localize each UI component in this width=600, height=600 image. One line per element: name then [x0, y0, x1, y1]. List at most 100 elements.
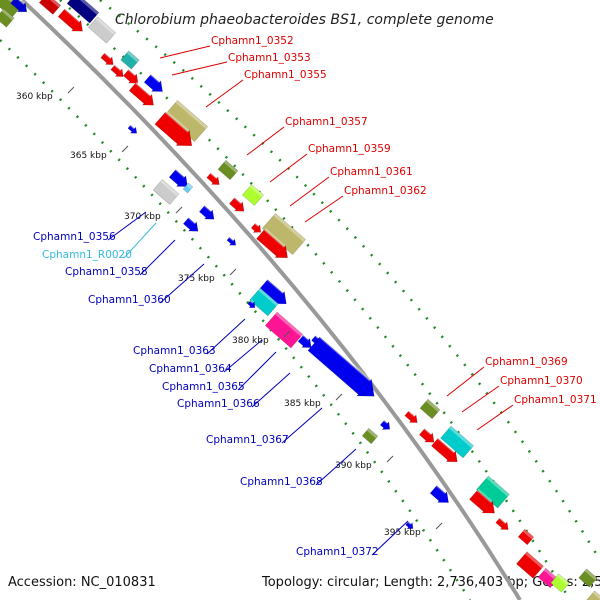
gene-feature-highlight	[175, 168, 186, 179]
gene-feature-highlight	[437, 436, 456, 454]
gene-label-leader	[171, 61, 228, 76]
gene-feature	[379, 418, 391, 430]
gene-label-leader	[246, 126, 285, 156]
gene-label-leader	[159, 263, 205, 304]
gene-feature-highlight	[366, 428, 378, 439]
gene-feature	[217, 159, 239, 181]
gene-label-leader	[159, 45, 211, 59]
gene-feature-highlight	[319, 335, 372, 382]
gene-feature-highlight	[592, 590, 600, 600]
kbp-label: 375 kbp	[178, 274, 215, 284]
gene-feature	[516, 551, 544, 579]
gene-feature-shape	[476, 475, 510, 509]
gene-label: Cphamn1_0368	[240, 476, 323, 488]
gene-feature-highlight	[584, 568, 598, 581]
gene-feature-shape	[38, 0, 62, 15]
gene-feature-highlight	[302, 333, 310, 341]
gene-feature	[10, 0, 28, 13]
gene-feature	[198, 204, 215, 220]
gene-feature-highlight	[74, 0, 99, 15]
gene-feature-shape	[57, 8, 83, 32]
gene-feature-shape	[469, 489, 495, 514]
gene-feature	[168, 168, 188, 187]
gene-feature	[586, 590, 600, 600]
gene-feature	[419, 398, 441, 420]
gene-label-leader	[281, 407, 323, 444]
gene-feature	[476, 475, 510, 509]
gene-feature-shape	[182, 182, 194, 194]
gene-label-leader	[315, 448, 357, 486]
gene-label: Cphamn1_0358	[65, 266, 148, 278]
gene-feature-highlight	[266, 278, 285, 294]
gene-feature-highlight	[486, 476, 510, 497]
gene-feature-shape	[495, 517, 509, 530]
gene-feature-shape	[154, 111, 193, 147]
gene-feature-shape	[249, 287, 279, 317]
gene-label: Cphamn1_R0020	[42, 249, 132, 261]
genome-backbone	[20, 0, 522, 600]
gene-feature	[57, 7, 83, 32]
gene-feature-shape	[143, 74, 163, 92]
gene-feature	[247, 299, 256, 309]
gene-feature-highlight	[186, 183, 193, 190]
gene-feature-shape	[517, 528, 535, 546]
gene-feature	[418, 427, 435, 443]
gene-feature-highlight	[249, 299, 255, 304]
gene-label-leader	[237, 351, 277, 391]
gene-label-leader	[107, 211, 147, 241]
gc-dot-track-1	[0, 39, 472, 600]
gene-feature	[469, 488, 495, 514]
kbp-tick	[386, 455, 394, 463]
gene-feature-highlight	[15, 0, 26, 5]
genome-summary-text: Topology: circular; Length: 2,736,403 bp…	[261, 575, 600, 590]
gene-label: Cphamn1_0362	[344, 185, 427, 197]
gene-feature	[110, 63, 124, 77]
gene-label: Cphamn1_0372	[296, 546, 379, 558]
gene-feature-highlight	[203, 204, 213, 213]
kbp-label: 395 kbp	[384, 528, 421, 538]
gene-feature-shape	[66, 0, 100, 24]
gc-dot-track-3	[99, 0, 600, 561]
gene-label: Cphamn1_0353	[228, 52, 311, 64]
gene-feature	[122, 68, 139, 84]
gene-label-leader	[371, 520, 409, 556]
gene-feature-highlight	[129, 123, 136, 130]
gene-feature-shape	[264, 311, 304, 349]
gene-feature-highlight	[233, 196, 243, 205]
gene-label: Cphamn1_0357	[285, 116, 368, 128]
gene-label: Cphamn1_0367	[206, 434, 289, 446]
gene-feature	[100, 51, 114, 65]
gene-feature-highlight	[175, 100, 208, 129]
gene-feature-shape	[405, 521, 414, 530]
gene-feature-shape	[429, 485, 449, 503]
gene-feature	[495, 516, 509, 530]
accession-text: Accession: NC_010831	[8, 575, 156, 590]
gene-feature-shape	[297, 335, 312, 348]
gene-feature-highlight	[210, 171, 219, 180]
gene-feature-highlight	[436, 484, 447, 495]
gene-feature-highlight	[114, 63, 123, 72]
gene-feature	[264, 311, 304, 349]
gene-feature	[120, 50, 140, 70]
gene-label-leader	[289, 176, 330, 207]
gene-feature-shape	[163, 99, 209, 143]
gene-feature-shape	[431, 438, 458, 463]
gene-feature	[550, 573, 570, 593]
gene-label: Cphamn1_0364	[149, 363, 232, 375]
kbp-label: 385 kbp	[284, 399, 321, 409]
gene-feature-shape	[379, 420, 391, 430]
gene-feature-highlight	[45, 0, 61, 8]
gene-feature-highlight	[160, 179, 179, 197]
gene-feature-shape	[578, 568, 598, 588]
gene-feature-highlight	[228, 235, 235, 242]
gene-feature-highlight	[425, 399, 440, 412]
gene-feature	[578, 568, 598, 588]
gene-label: Cphamn1_0352	[211, 35, 294, 47]
gene-feature-highlight	[104, 51, 113, 60]
gene-label-leader	[139, 239, 176, 276]
gene-feature-highlight	[273, 213, 306, 242]
gene-label: Cphamn1_0359	[308, 143, 391, 155]
gene-feature	[307, 335, 375, 397]
gene-feature-highlight	[135, 81, 152, 97]
